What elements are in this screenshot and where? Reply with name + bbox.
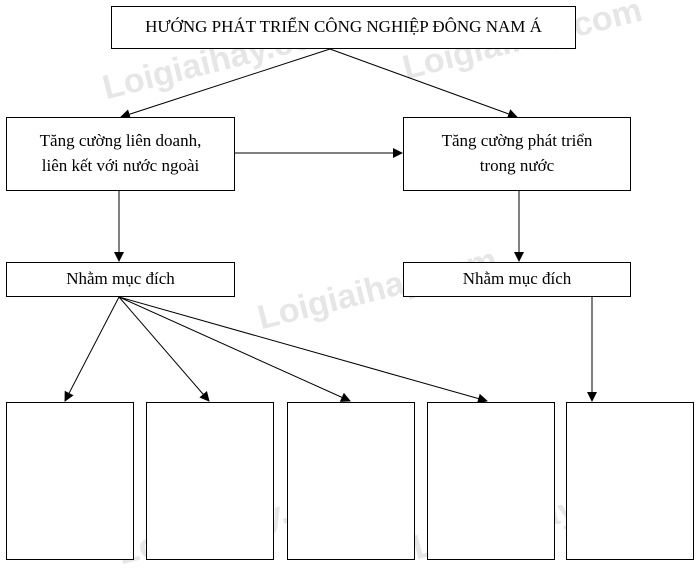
title-box: HƯỚNG PHÁT TRIỂN CÔNG NGHIỆP ĐÔNG NAM Á (111, 6, 576, 49)
page-title: HƯỚNG PHÁT TRIỂN CÔNG NGHIỆP ĐÔNG NAM Á (145, 17, 542, 37)
answer-box-3[interactable] (287, 402, 415, 560)
right-branch-box: Tăng cường phát triển trong nước (403, 117, 631, 191)
right-purpose-box: Nhằm mục đích (403, 262, 631, 297)
right-branch-line2: trong nước (479, 156, 555, 175)
arrow-purpose-to-box1 (64, 296, 120, 402)
left-purpose-box: Nhằm mục đích (6, 262, 235, 297)
right-branch-line1: Tăng cường phát triển (441, 131, 593, 151)
left-purpose-label: Nhằm mục đích (66, 269, 175, 289)
answer-box-1[interactable] (6, 402, 134, 560)
answer-box-4[interactable] (427, 402, 555, 560)
left-branch-line1: Tăng cường liên doanh, (39, 131, 202, 151)
answer-box-2[interactable] (146, 402, 274, 560)
arrow-title-to-right (329, 48, 518, 119)
answer-box-5[interactable] (566, 402, 694, 560)
arrow-purpose-to-box2 (118, 296, 210, 402)
left-branch-line2: liên kết với nước ngoài (41, 156, 200, 175)
arrow-purpose-to-box3 (118, 296, 351, 402)
arrow-purpose-to-box4 (118, 296, 488, 404)
left-branch-box: Tăng cường liên doanh, liên kết với nước… (6, 117, 235, 191)
arrow-title-to-left (120, 48, 331, 119)
right-purpose-label: Nhằm mục đích (462, 269, 572, 289)
